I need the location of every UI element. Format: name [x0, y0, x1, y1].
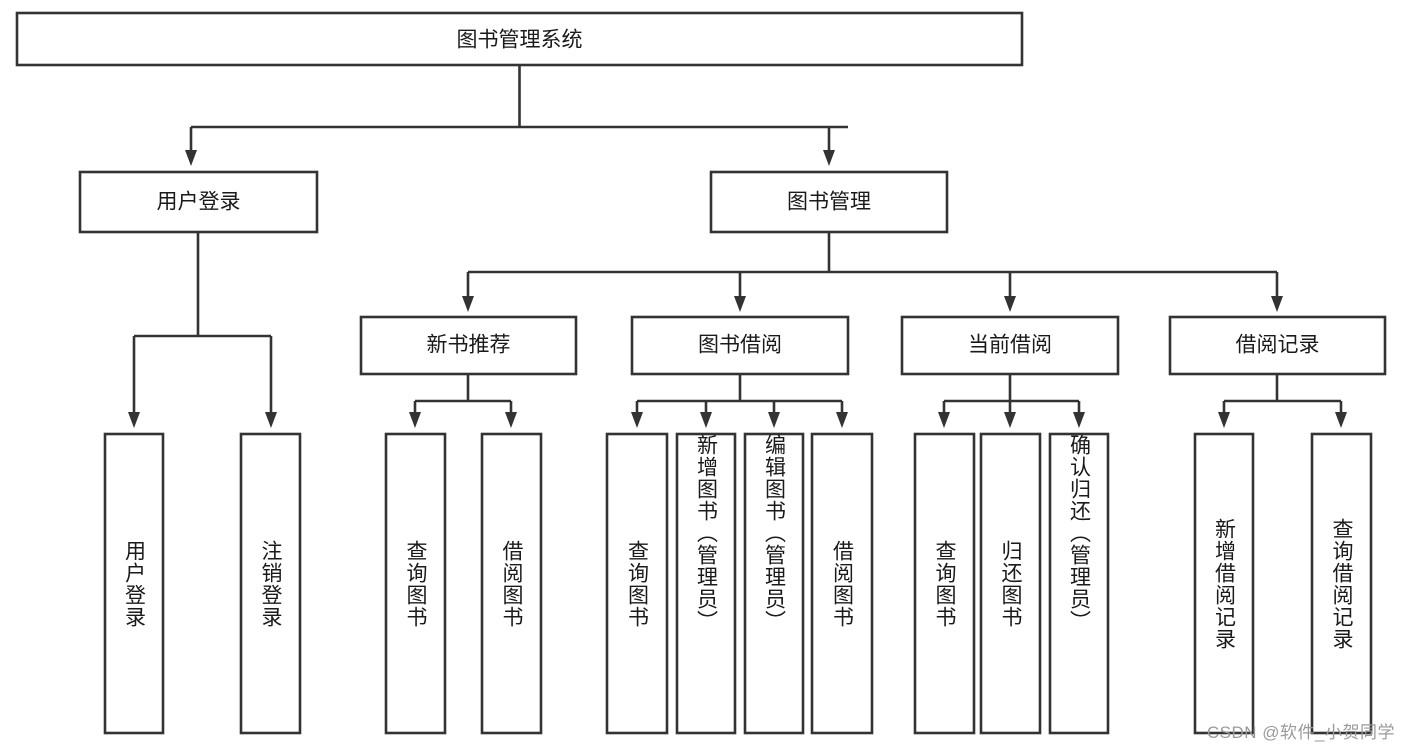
node-borrow-record[interactable]: 借阅记录 [1168, 315, 1387, 376]
leaf-box-edit-book[interactable] [743, 432, 805, 735]
leaf-box-borrow-book-1[interactable] [480, 432, 543, 735]
leaf-box-user-login[interactable] [103, 432, 165, 735]
node-current-borrow[interactable]: 当前借阅 [900, 315, 1120, 376]
connector-root-to-level1 [185, 65, 848, 166]
csdn-watermark: CSDN @软件_小贺同学 [1206, 723, 1395, 742]
leaf-boxes [103, 432, 1373, 735]
connector-bookmanage-to-level2 [462, 232, 1283, 312]
node-book-borrow-label: 图书借阅 [698, 334, 782, 357]
leaf-box-add-record[interactable] [1193, 432, 1255, 735]
leaf-box-query-record[interactable] [1310, 432, 1373, 735]
leaf-box-confirm-return[interactable] [1048, 432, 1110, 735]
leaf-box-logout[interactable] [239, 432, 302, 735]
leaf-box-query-book-2[interactable] [605, 432, 669, 735]
node-borrow-record-label: 借阅记录 [1236, 334, 1320, 357]
node-system-title-label: 图书管理系统 [457, 29, 583, 52]
node-book-borrow[interactable]: 图书借阅 [630, 315, 850, 376]
node-current-borrow-label: 当前借阅 [968, 334, 1052, 357]
node-system-title[interactable]: 图书管理系统 [15, 11, 1024, 67]
leaf-box-return-book[interactable] [979, 432, 1042, 735]
node-new-book-recommend-label: 新书推荐 [427, 334, 511, 357]
node-user-login-label: 用户登录 [157, 191, 241, 214]
leaf-box-query-book-3[interactable] [913, 432, 976, 735]
node-book-manage[interactable]: 图书管理 [709, 170, 949, 234]
connector-borrow-to-leaves [631, 374, 848, 428]
connector-current-to-leaves [938, 374, 1085, 428]
node-user-login[interactable]: 用户登录 [78, 170, 319, 234]
node-new-book-recommend[interactable]: 新书推荐 [359, 315, 578, 376]
connector-userlogin-to-leaves [128, 232, 277, 428]
leaf-box-query-book-1[interactable] [384, 432, 447, 735]
connector-recommend-to-leaves [409, 374, 517, 428]
node-book-manage-label: 图书管理 [787, 191, 871, 214]
leaf-box-add-book[interactable] [675, 432, 737, 735]
connector-record-to-leaves [1218, 374, 1347, 428]
leaf-box-borrow-book-2[interactable] [810, 432, 874, 735]
